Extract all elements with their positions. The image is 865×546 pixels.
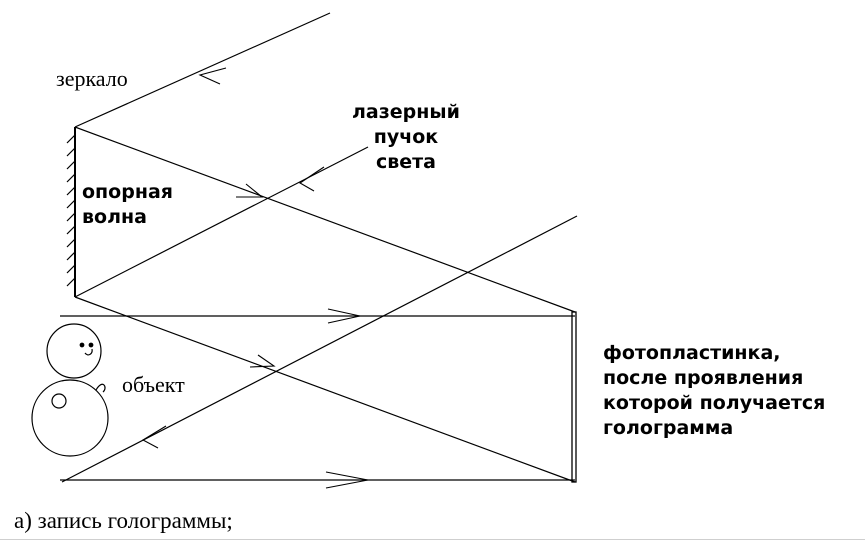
- plate-label: фотопластинка, после проявления которой …: [603, 341, 825, 441]
- laser-label: лазерный пучок света: [352, 100, 460, 175]
- laser-label-line: света: [375, 151, 436, 173]
- laser-to-object-upper: [74, 146, 369, 298]
- object-label: объект: [122, 372, 185, 397]
- reference-wave-label-line: опорная: [82, 181, 173, 203]
- reference-wave-upper: [74, 126, 576, 313]
- arrowheads: [141, 67, 369, 489]
- laser-label-line: пучок: [373, 126, 439, 148]
- plate-label-line: фотопластинка,: [603, 342, 781, 364]
- mirror-hatching: [66, 134, 76, 287]
- plate-label-line: голограмма: [603, 417, 734, 439]
- reference-wave-label: опорная волна: [82, 180, 173, 230]
- object-figure: [31, 323, 109, 457]
- laser-to-object-lower: [61, 215, 578, 483]
- mirror-label: зеркало: [56, 66, 128, 91]
- photo-plate: [571, 311, 577, 483]
- figure-caption: а) запись голограммы;: [14, 508, 233, 533]
- laser-label-line: лазерный: [352, 101, 460, 123]
- plate-label-line: которой получается: [603, 392, 826, 414]
- bottom-divider: [0, 539, 865, 540]
- plate-label-line: после проявления: [603, 367, 804, 389]
- reference-wave-lower: [74, 296, 576, 483]
- reference-wave-label-line: волна: [82, 206, 147, 228]
- laser-incoming-upper: [74, 12, 331, 128]
